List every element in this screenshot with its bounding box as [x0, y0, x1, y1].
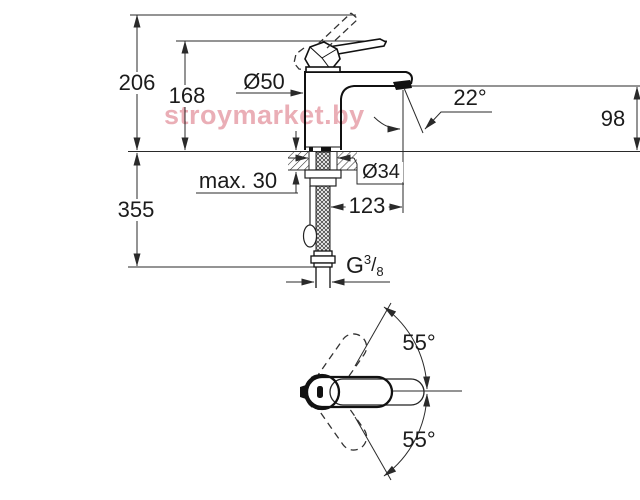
side-view	[128, 12, 640, 288]
dim-label-max-deck-thickness: max. 30	[198, 168, 278, 193]
extension-lines	[128, 14, 640, 268]
spout-underside	[340, 85, 396, 150]
counter-section	[288, 152, 357, 171]
mounting-hardware	[304, 169, 342, 187]
handle-raised-dashed	[293, 12, 359, 71]
dim-label-spout-reach: 123	[345, 195, 389, 217]
mounting-nut	[309, 177, 337, 187]
swivel-angle-dimensions	[354, 302, 462, 481]
dim-label-handle-height: 168	[165, 85, 209, 107]
dim-label-spout-height: 98	[600, 106, 626, 131]
stream-angle	[373, 87, 424, 134]
aerator-icon	[393, 80, 412, 90]
handle-knuckle	[304, 41, 341, 72]
thread-numerator: 3	[363, 252, 372, 267]
handle-cap	[305, 66, 341, 73]
dim-label-hole-diameter: Ø34	[359, 162, 403, 182]
swivel-arc-upper	[383, 306, 431, 390]
spout-tab-top	[300, 385, 306, 399]
thread-letter: G	[346, 252, 364, 278]
dim-label-total-height: 206	[115, 72, 159, 94]
mounting-flange	[304, 169, 342, 179]
handle-body-top	[305, 375, 394, 409]
dim-label-thread-size: G3/8	[346, 253, 384, 278]
dim-label-body-diameter: Ø50	[243, 69, 285, 94]
dim-label-swivel-lower: 55°	[402, 427, 436, 452]
swivel-line-lower	[354, 416, 392, 481]
dim-label-hose-length: 355	[114, 199, 158, 221]
faucet-top-outline	[300, 373, 425, 411]
handle-side	[304, 38, 388, 73]
flow-arrow	[373, 116, 401, 133]
dim-label-swivel-upper: 55°	[402, 330, 436, 355]
dim-22-leader	[424, 111, 492, 130]
g38-connector	[310, 250, 336, 288]
swivel-arc-lower	[383, 393, 431, 477]
swivel-line-upper	[354, 302, 392, 367]
supply-hose	[315, 151, 331, 253]
handle-extension-top	[329, 378, 425, 406]
thread-denominator: 8	[376, 264, 384, 279]
pull-rod-knob	[302, 224, 318, 248]
pull-rod	[302, 186, 318, 248]
faucet-body	[304, 71, 414, 151]
cartridge-mark	[317, 386, 323, 398]
dimension-lines	[133, 14, 640, 286]
thread-slash: /	[371, 255, 377, 276]
stream-direction-line	[403, 87, 424, 134]
top-view	[300, 302, 462, 481]
dim-label-spout-angle: 22°	[453, 85, 487, 110]
